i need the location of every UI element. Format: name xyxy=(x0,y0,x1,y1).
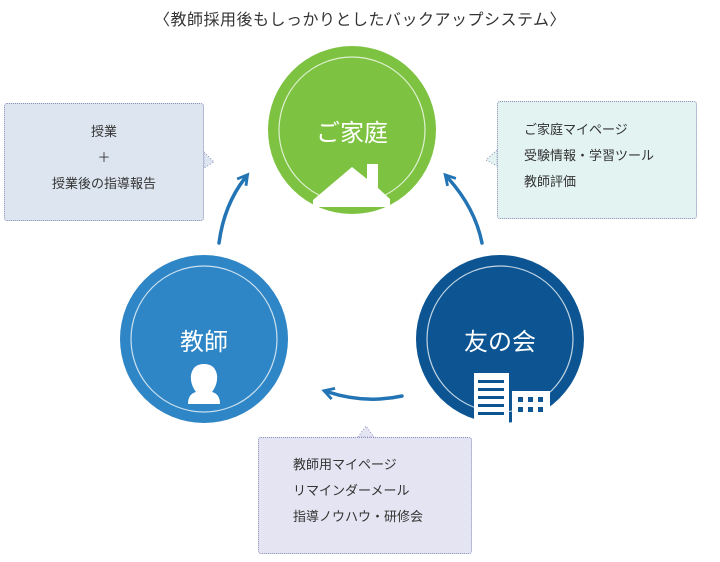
info-line: リマインダーメール xyxy=(293,484,410,499)
callout-tail-bottom xyxy=(357,425,375,438)
info-line: 指導ノウハウ・研修会 xyxy=(293,510,424,525)
arrow-teacher-to-family xyxy=(217,172,250,245)
info-line: 教師用マイページ xyxy=(293,458,397,473)
info-box-association-to-teacher: 教師用マイページ リマインダーメール 指導ノウハウ・研修会 xyxy=(258,437,472,554)
info-line: 授業 xyxy=(90,125,117,140)
family-label: ご家庭 xyxy=(316,119,388,147)
association-circle xyxy=(416,255,584,423)
info-line: 授業後の指導報告 xyxy=(51,177,156,192)
callout-tail-right xyxy=(485,148,498,167)
association-node xyxy=(416,255,584,426)
info-box-teacher-to-family: 授業 ＋ 授業後の指導報告 xyxy=(4,103,204,221)
info-box-association-to-family: ご家庭マイページ 受験情報・学習ツール 教師評価 xyxy=(497,101,697,219)
house-icon xyxy=(313,164,390,207)
person-icon xyxy=(188,364,220,404)
arrow-association-to-teacher xyxy=(321,387,404,401)
teacher-node xyxy=(120,255,288,423)
info-line: ご家庭マイページ xyxy=(524,123,628,138)
diagram-title: 〈教師採用後もしっかりとしたバックアップシステム〉 xyxy=(153,10,567,29)
info-line: 受験情報・学習ツール xyxy=(524,149,655,164)
arrow-association-to-family xyxy=(443,172,484,245)
info-line: 教師評価 xyxy=(524,175,577,190)
family-node xyxy=(268,46,436,214)
callout-tail-left xyxy=(203,150,215,169)
teacher-label: 教師 xyxy=(180,328,228,356)
info-line: ＋ xyxy=(97,151,111,166)
teacher-inner-ring xyxy=(130,265,278,413)
building-icon xyxy=(474,373,550,426)
teacher-circle xyxy=(120,255,288,423)
family-circle xyxy=(268,46,436,214)
association-label: 友の会 xyxy=(464,328,536,356)
